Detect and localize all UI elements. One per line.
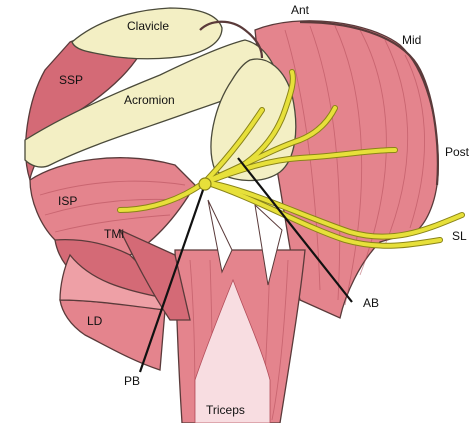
label-sl: SL: [452, 229, 467, 243]
scapular-spine-line: [199, 20, 264, 59]
label-pb: PB: [124, 374, 140, 388]
label-ab: AB: [363, 296, 379, 310]
ab-leader-line: [237, 157, 353, 303]
label-ant: Ant: [291, 3, 310, 17]
latissimus-dorsi-muscle: [59, 299, 166, 371]
label-post: Post: [445, 145, 470, 159]
deltoid-edge: [299, 20, 439, 186]
triceps-gap: [207, 199, 233, 274]
label-acromion: Acromion: [124, 93, 175, 107]
latissimus-lower: [59, 253, 177, 311]
label-ssp: SSP: [59, 73, 83, 87]
pb-leader-line: [138, 189, 205, 373]
label-triceps: Triceps: [206, 403, 245, 417]
teres-major-muscle: [118, 228, 191, 321]
label-ld: LD: [87, 314, 103, 328]
axillary-nerve: [117, 69, 465, 249]
triceps-gap-right: [254, 203, 283, 286]
label-mid: Mid: [402, 33, 421, 47]
label-tmi: TMi: [104, 227, 124, 241]
triceps-tendon: [194, 278, 271, 423]
label-isp: ISP: [58, 194, 77, 208]
clavicle-bone: [71, 7, 223, 60]
label-clavicle: Clavicle: [127, 19, 169, 33]
